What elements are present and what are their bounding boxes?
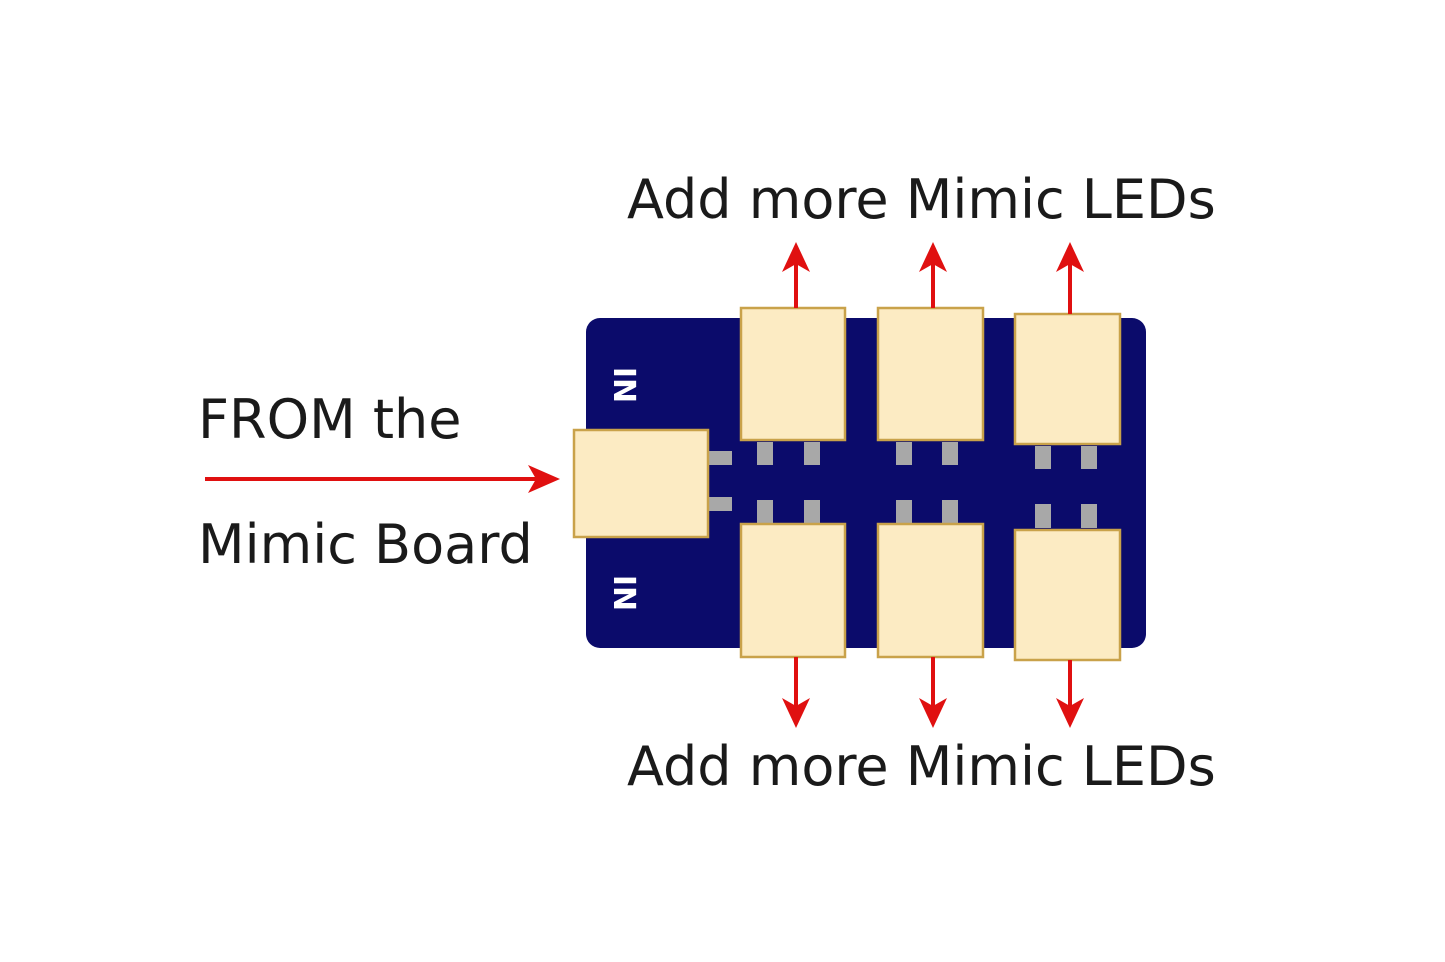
solder-pads bbox=[708, 442, 1097, 528]
pcb-board bbox=[586, 318, 1146, 648]
output-connector-bottom-1 bbox=[739, 522, 847, 659]
output-connector-bottom-2 bbox=[876, 522, 985, 659]
bottom-label: Add more Mimic LEDs bbox=[627, 735, 1216, 798]
output-connector-top-2 bbox=[876, 306, 985, 442]
in-label-top: IN bbox=[606, 367, 641, 403]
output-connector-bottom-3 bbox=[1013, 528, 1122, 662]
output-connector-top-1 bbox=[739, 306, 847, 442]
in-label-bottom: IN bbox=[606, 575, 641, 611]
from-label-line1: FROM the bbox=[198, 388, 461, 451]
input-connector bbox=[572, 428, 710, 539]
output-connector-top-3 bbox=[1013, 312, 1122, 446]
top-label: Add more Mimic LEDs bbox=[627, 168, 1216, 231]
input-arrow bbox=[205, 465, 560, 493]
output-arrows bbox=[782, 242, 1084, 728]
from-label-line2: Mimic Board bbox=[198, 513, 533, 576]
